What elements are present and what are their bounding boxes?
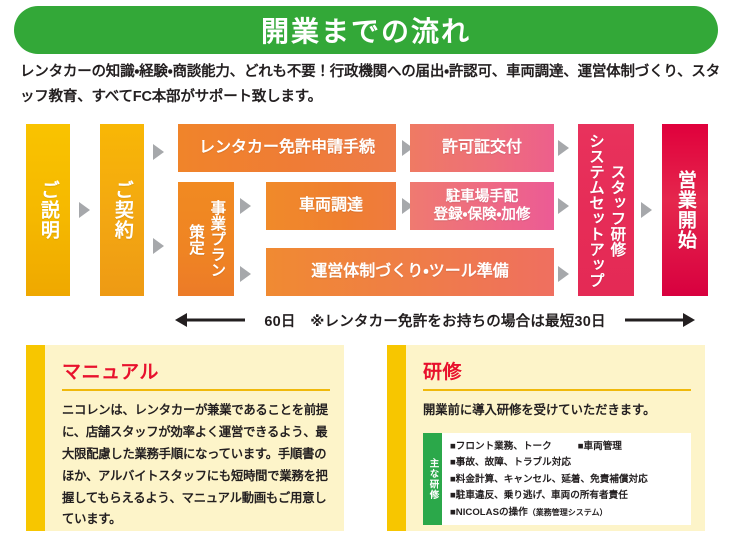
flow-arrow-1 — [79, 202, 90, 218]
manual-panel-divider — [62, 389, 330, 391]
flow-diagram: ご説明 ご契約 レンタカー免許申請手続 事業プラン 策定 車両調達 運営体制づく… — [0, 120, 732, 300]
timeline-label: 60日 ※レンタカー免許をお持ちの場合は最短30日 — [258, 309, 612, 331]
flow-arrow-8 — [558, 198, 569, 214]
flow-step-license: レンタカー免許申請手続 — [178, 124, 396, 172]
flow-step-parking-label-line1: 駐車場手配 — [445, 188, 519, 205]
training-panel-accent-bar — [387, 345, 406, 531]
flow-arrow-2a — [153, 144, 164, 160]
flow-step-permit-label: 許可証交付 — [441, 139, 522, 156]
manual-panel-text: ニコレンは、レンタカーが兼業であることを前提に、店舗スタッフが効率よく運営できる… — [62, 403, 329, 527]
training-topic-item: ■フロント業務、トーク■車両管理 — [450, 439, 687, 456]
timeline-arrowhead-right-icon — [683, 313, 695, 327]
flow-step-parking-label-line2: 登録・保険・加修 — [433, 207, 531, 223]
flow-step-staff-training-label: スタッフ研修 — [608, 163, 626, 257]
flow-step-business-plan: 事業プラン 策定 — [178, 182, 234, 296]
manual-panel: マニュアル ニコレンは、レンタカーが兼業であることを前提に、店舗スタッフが効率よ… — [26, 345, 344, 531]
flow-step-permit: 許可証交付 — [410, 124, 554, 172]
flow-step-staff-training: スタッフ研修 システムセットアップ — [578, 124, 634, 296]
bullet-square-icon: ■ — [577, 440, 584, 452]
training-topic-text: フロント業務、トーク — [455, 440, 552, 452]
flow-step-keiyaku: ご契約 — [100, 124, 144, 296]
training-topic-text: NICOLASの操作 — [455, 506, 528, 518]
training-topic-text: 事故、故障、トラブル対応 — [455, 457, 571, 469]
intro-paragraph: レンタカーの知識・経験・商談能力、どれも不要！行政機関への届出・許認可、車両調達… — [20, 64, 721, 106]
training-panel: 研修 開業前に導入研修を受けていただきます。 主な研修 ■フロント業務、トーク■… — [387, 345, 705, 531]
training-topics-block: 主な研修 ■フロント業務、トーク■車両管理 ■事故、故障、トラブル対応 ■料金計… — [423, 432, 691, 525]
flow-arrow-4b — [240, 266, 251, 282]
training-topic-text: 駐車違反、乗り逃げ、車両の所有者責任 — [455, 490, 628, 502]
flow-arrow-7 — [558, 140, 569, 156]
flow-step-business-plan-sublabel: 策定 — [187, 223, 204, 255]
training-panel-lead: 開業前に導入研修を受けていただきます。 — [423, 403, 656, 417]
bullet-square-icon: ■ — [450, 473, 456, 485]
training-topic-item: ■駐車違反、乗り逃げ、車両の所有者責任 — [450, 488, 687, 505]
flow-step-setsumei: ご説明 — [26, 124, 70, 296]
flow-step-open-label: 営業開始 — [674, 170, 696, 250]
page-title: 開業までの流れ — [260, 16, 471, 47]
training-topic-item: ■料金計算、キャンセル、延着、免責補償対応 — [450, 472, 687, 489]
bullet-square-icon: ■ — [450, 506, 456, 518]
flow-step-setsumei-label: ご説明 — [37, 180, 59, 240]
bullet-square-icon: ■ — [450, 440, 456, 452]
manual-panel-title: マニュアル — [62, 362, 159, 383]
training-topics-tab-label: 主な研修 — [427, 457, 439, 500]
training-topic-note: （業務管理システム） — [527, 507, 608, 517]
timeline-arrowhead-left-icon — [175, 313, 187, 327]
flow-step-business-plan-label: 事業プラン — [208, 200, 226, 278]
bullet-square-icon: ■ — [450, 490, 456, 502]
flow-step-vehicle: 車両調達 — [266, 182, 396, 230]
timeline-duration: 60日 ※レンタカー免許をお持ちの場合は最短30日 — [175, 306, 695, 334]
training-panel-title: 研修 — [423, 362, 463, 383]
training-topics-list: ■フロント業務、トーク■車両管理 ■事故、故障、トラブル対応 ■料金計算、キャン… — [442, 433, 691, 525]
training-topic-text-secondary: 車両管理 — [583, 440, 622, 452]
flow-arrow-6 — [558, 266, 569, 282]
training-panel-body: 研修 開業前に導入研修を受けていただきます。 主な研修 ■フロント業務、トーク■… — [406, 345, 705, 531]
flow-step-staff-training-sublabel: システムセットアップ — [587, 132, 604, 288]
bullet-square-icon: ■ — [450, 457, 456, 469]
flow-step-parking: 駐車場手配 登録・保険・加修 — [410, 182, 554, 230]
flow-arrow-5 — [402, 198, 413, 214]
flow-step-license-label: レンタカー免許申請手続 — [198, 139, 375, 156]
flow-arrow-4a — [240, 198, 251, 214]
manual-panel-body: マニュアル ニコレンは、レンタカーが兼業であることを前提に、店舗スタッフが効率よ… — [45, 345, 344, 531]
timeline-line-left — [183, 318, 245, 322]
flow-step-keiyaku-label: ご契約 — [111, 180, 133, 240]
flow-arrow-2b — [153, 238, 164, 254]
page-header-banner: 開業までの流れ — [14, 6, 718, 54]
flow-step-open: 営業開始 — [662, 124, 708, 296]
flow-arrow-3 — [402, 140, 413, 156]
flow-arrow-9 — [641, 202, 652, 218]
training-topic-item: ■事故、故障、トラブル対応 — [450, 455, 687, 472]
training-topic-text: 料金計算、キャンセル、延着、免責補償対応 — [455, 473, 648, 485]
flow-step-operations: 運営体制づくり・ツール準備 — [266, 248, 554, 296]
training-topic-item: ■NICOLASの操作（業務管理システム） — [450, 505, 687, 522]
manual-panel-accent-bar — [26, 345, 45, 531]
training-topics-tab: 主な研修 — [423, 432, 442, 525]
timeline-line-right — [625, 318, 687, 322]
flow-step-vehicle-label: 車両調達 — [298, 197, 363, 214]
training-panel-divider — [423, 389, 691, 391]
flow-step-operations-label: 運営体制づくり・ツール準備 — [311, 263, 509, 280]
